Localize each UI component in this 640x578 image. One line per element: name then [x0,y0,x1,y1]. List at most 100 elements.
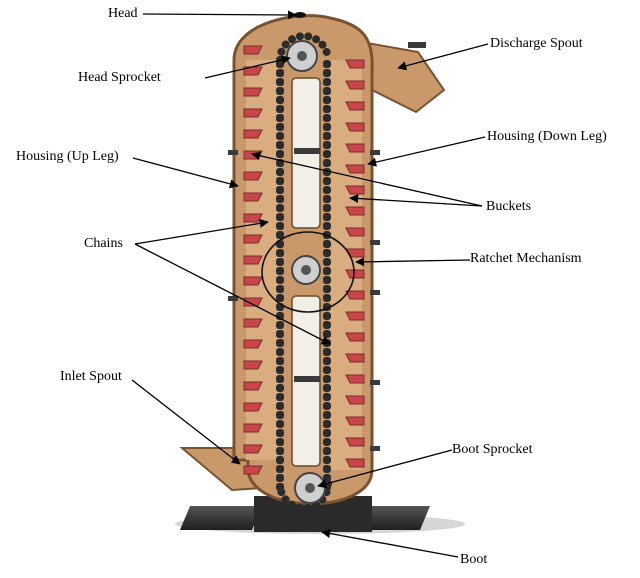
chain-link-up [276,276,284,284]
ratchet-sprocket [291,255,321,285]
chain-link-boot [287,500,296,509]
chain-link-down [323,330,331,338]
chain-link-head [295,32,304,41]
bucket-up [243,45,263,55]
chain-link-up [276,366,284,374]
chain-link-up [276,456,284,464]
bucket-up [243,108,263,118]
leader-buckets-1 [251,151,483,207]
chain-link-down [323,123,331,131]
bucket-down [345,164,365,174]
chain-link-down [323,150,331,158]
chain-link-up [276,186,284,194]
chain-link-up [276,240,284,248]
leader-buckets-2 [349,193,483,207]
chain-link-down [323,258,331,266]
leader-ratchet [355,257,471,267]
bucket-up [243,318,263,328]
chain-link-down [323,294,331,302]
bucket-down [345,332,365,342]
bucket-down [345,59,365,69]
label-housing-up-leg: Housing (Up Leg) [16,149,119,164]
chain-link-head [322,47,331,56]
label-chains: Chains [84,236,123,251]
bucket-up [243,276,263,286]
bucket-up [243,192,263,202]
chain-link-up [276,96,284,104]
bucket-down [345,101,365,111]
bucket-up [243,66,263,76]
bucket-down [345,311,365,321]
leader-chains-1 [134,218,269,245]
frame-brackets [228,42,426,451]
ratchet-highlight-circle [261,231,355,313]
chain-link-up [276,474,284,482]
label-inlet-spout: Inlet Spout [60,369,122,384]
chain-link-up [276,438,284,446]
chain-link-up [276,195,284,203]
chain-link-down [323,393,331,401]
chain-link-up [276,384,284,392]
label-housing-down-leg: Housing (Down Leg) [487,129,607,144]
chain-link-down [323,312,331,320]
bucket-up [243,360,263,370]
chain-link-up [276,465,284,473]
label-boot: Boot [460,552,488,567]
chain-link-head [318,40,327,49]
chain-link-up [276,177,284,185]
head-cap [294,12,306,18]
chain-link-up [276,123,284,131]
chain-link-up [276,339,284,347]
bucket-up [243,465,263,475]
chain-link-up [276,294,284,302]
chain-link-down [323,195,331,203]
bucket-down [345,206,365,216]
chain-link-down [323,114,331,122]
chain-link-down [323,402,331,410]
leader-boot [321,529,459,558]
bucket-down [345,122,365,132]
chain-link-head [288,35,297,44]
bucket-down [345,269,365,279]
buckets-down-leg [345,59,365,468]
chain-link-down [323,141,331,149]
chain-link-up [276,132,284,140]
chain-link-up [276,78,284,86]
chain-link-up [276,150,284,158]
chain-link-down [323,87,331,95]
chain-link-down [323,132,331,140]
chain-link-up [276,357,284,365]
chain-link-head [281,40,290,49]
bucket-down [345,80,365,90]
chain-link-up [276,105,284,113]
bucket-up [243,402,263,412]
chain-link-down [323,420,331,428]
chain-link-down [323,438,331,446]
chain-link-down [323,240,331,248]
chain-link-down [323,411,331,419]
chain-link-up [276,420,284,428]
chain-link-down [323,186,331,194]
bucket-up [243,381,263,391]
chain-link-down [323,267,331,275]
chain-link-up [276,222,284,230]
chain-link-up [276,285,284,293]
bucket-down [345,227,365,237]
bucket-up [243,129,263,139]
chain-link-up [276,267,284,275]
chain-link-boot [277,488,286,497]
chain-link-up [276,375,284,383]
chain-link-up [276,168,284,176]
chain-link-down [323,384,331,392]
chain-link-boot [304,503,313,512]
chain-link-down [323,366,331,374]
chain-link-down [323,159,331,167]
chain-link-down [323,357,331,365]
chain-link-up [276,87,284,95]
chain-link-head [312,35,321,44]
bucket-up [243,444,263,454]
down-leg-channel [328,60,362,470]
leader-housing-up [132,157,239,189]
label-discharge-spout: Discharge Spout [490,36,583,51]
